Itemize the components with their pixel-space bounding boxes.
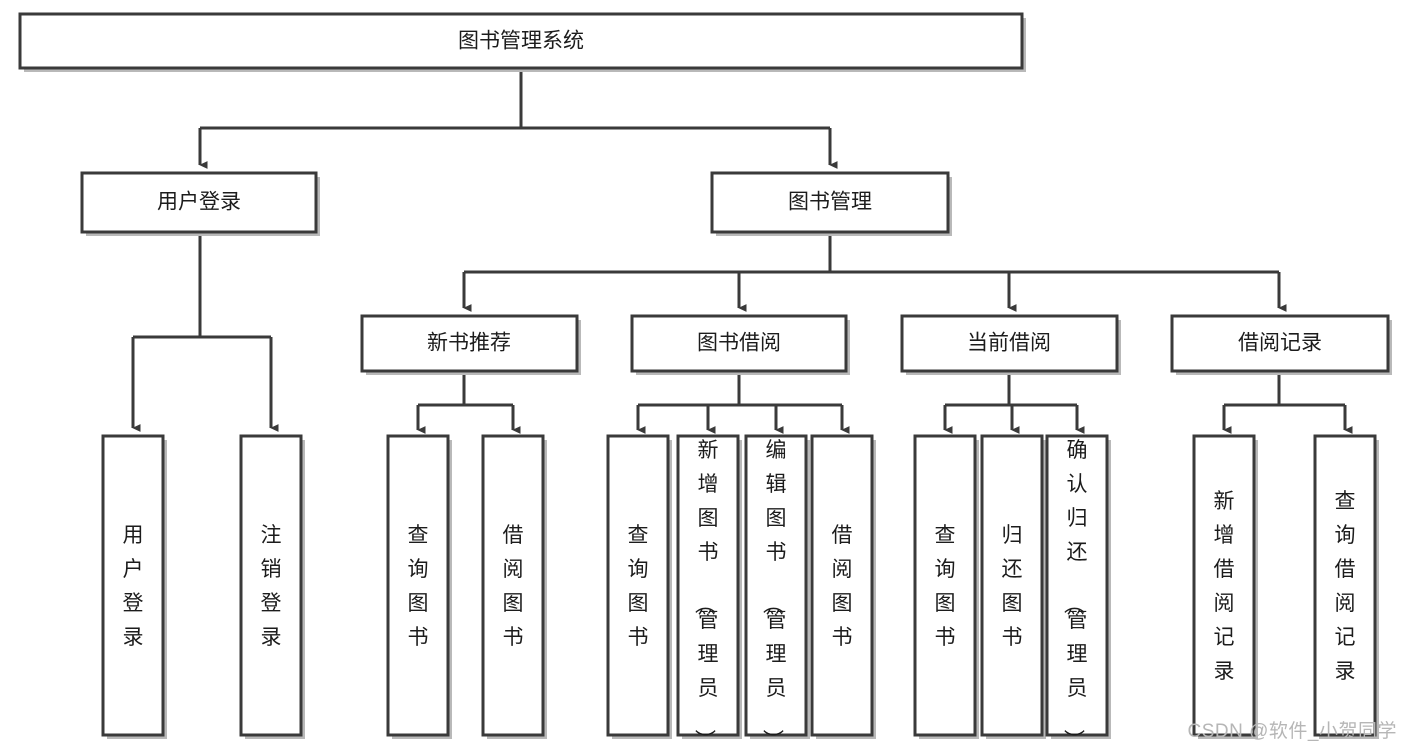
node-current-borrow[interactable]: 当前借阅 bbox=[900, 314, 1121, 375]
leaf-confirm-return[interactable]: 确认归还（管理员） bbox=[1045, 434, 1111, 747]
node-root-box bbox=[18, 12, 1024, 70]
node-current-borrow-box bbox=[900, 314, 1119, 373]
leaf-query-book-3-label: 查询图书 bbox=[935, 524, 956, 649]
leaf-query-book-3[interactable]: 查询图书 bbox=[913, 434, 979, 739]
connector-group-current-borrow bbox=[943, 375, 1085, 434]
node-borrow-record[interactable]: 借阅记录 bbox=[1170, 314, 1392, 375]
connector-group-book-manage bbox=[462, 232, 1287, 312]
leaf-user-login[interactable]: 用户登录 bbox=[101, 434, 167, 739]
leaf-edit-book-box bbox=[744, 434, 808, 737]
leaf-confirm-return-label: 确认归还（管理员） bbox=[1062, 439, 1088, 747]
leaf-return-book-label: 归还图书 bbox=[1002, 524, 1023, 649]
leaf-add-record-box bbox=[1192, 434, 1256, 737]
leaf-query-record-box bbox=[1313, 434, 1377, 737]
leaf-user-login-label: 用户登录 bbox=[123, 524, 144, 649]
leaf-user-logout[interactable]: 注销登录 bbox=[239, 434, 305, 739]
leaf-query-book-1[interactable]: 查询图书 bbox=[386, 434, 452, 739]
node-new-book-recommend-label: 新书推荐 bbox=[427, 332, 511, 355]
node-new-book-recommend[interactable]: 新书推荐 bbox=[360, 314, 581, 375]
node-user-login-label: 用户登录 bbox=[157, 191, 241, 214]
leaf-return-book[interactable]: 归还图书 bbox=[980, 434, 1046, 739]
connector-group-new-book-recommend bbox=[416, 375, 521, 434]
leaf-query-book-2-label: 查询图书 bbox=[628, 524, 649, 649]
leaf-return-book-box bbox=[980, 434, 1044, 737]
leaf-borrow-book-1-box bbox=[481, 434, 545, 737]
node-user-login-box bbox=[80, 171, 318, 234]
node-book-borrow-label: 图书借阅 bbox=[697, 332, 781, 355]
node-book-borrow-box bbox=[630, 314, 848, 373]
node-borrow-record-label: 借阅记录 bbox=[1238, 332, 1322, 355]
leaf-query-record-label: 查询借阅记录 bbox=[1335, 490, 1356, 683]
leaf-add-book[interactable]: 新增图书（管理员） bbox=[676, 434, 742, 747]
node-book-manage[interactable]: 图书管理 bbox=[710, 171, 952, 236]
leaf-query-book-3-box bbox=[913, 434, 977, 737]
leaf-add-book-box bbox=[676, 434, 740, 737]
node-new-book-recommend-box bbox=[360, 314, 579, 373]
leaf-user-login-box bbox=[101, 434, 165, 737]
leaf-edit-book-label: 编辑图书（管理员） bbox=[761, 439, 787, 747]
node-borrow-record-box bbox=[1170, 314, 1390, 373]
leaf-borrow-book-2-label: 借阅图书 bbox=[832, 524, 853, 649]
leaf-add-record[interactable]: 新增借阅记录 bbox=[1192, 434, 1258, 739]
leaf-user-logout-label: 注销登录 bbox=[261, 524, 282, 649]
leaf-add-record-label: 新增借阅记录 bbox=[1214, 490, 1235, 683]
leaf-add-book-label: 新增图书（管理员） bbox=[693, 439, 719, 747]
leaf-query-book-1-box bbox=[386, 434, 450, 737]
leaf-user-logout-box bbox=[239, 434, 303, 737]
connector-group-book-borrow bbox=[636, 375, 850, 434]
csdn-watermark: CSDN @软件_小贺同学 bbox=[1187, 721, 1397, 742]
leaf-confirm-return-box bbox=[1045, 434, 1109, 737]
node-root-label: 图书管理系统 bbox=[458, 30, 584, 53]
leaf-borrow-book-1[interactable]: 借阅图书 bbox=[481, 434, 547, 739]
leaf-query-book-1-label: 查询图书 bbox=[408, 524, 429, 649]
connector-group-root bbox=[198, 68, 838, 169]
node-current-borrow-label: 当前借阅 bbox=[967, 332, 1051, 355]
connector-group-borrow-record bbox=[1222, 375, 1353, 434]
connector-group-user-login bbox=[131, 232, 279, 432]
node-root[interactable]: 图书管理系统 bbox=[18, 12, 1026, 72]
leaf-query-record[interactable]: 查询借阅记录 bbox=[1313, 434, 1379, 739]
leaf-query-book-2-box bbox=[606, 434, 670, 737]
node-book-borrow[interactable]: 图书借阅 bbox=[630, 314, 850, 375]
leaf-edit-book[interactable]: 编辑图书（管理员） bbox=[744, 434, 810, 747]
leaf-query-book-2[interactable]: 查询图书 bbox=[606, 434, 672, 739]
node-user-login[interactable]: 用户登录 bbox=[80, 171, 320, 236]
node-book-manage-label: 图书管理 bbox=[788, 191, 872, 214]
leaf-borrow-book-2[interactable]: 借阅图书 bbox=[810, 434, 876, 739]
node-book-manage-box bbox=[710, 171, 950, 234]
leaf-borrow-book-1-label: 借阅图书 bbox=[503, 524, 524, 649]
leaf-borrow-book-2-box bbox=[810, 434, 874, 737]
